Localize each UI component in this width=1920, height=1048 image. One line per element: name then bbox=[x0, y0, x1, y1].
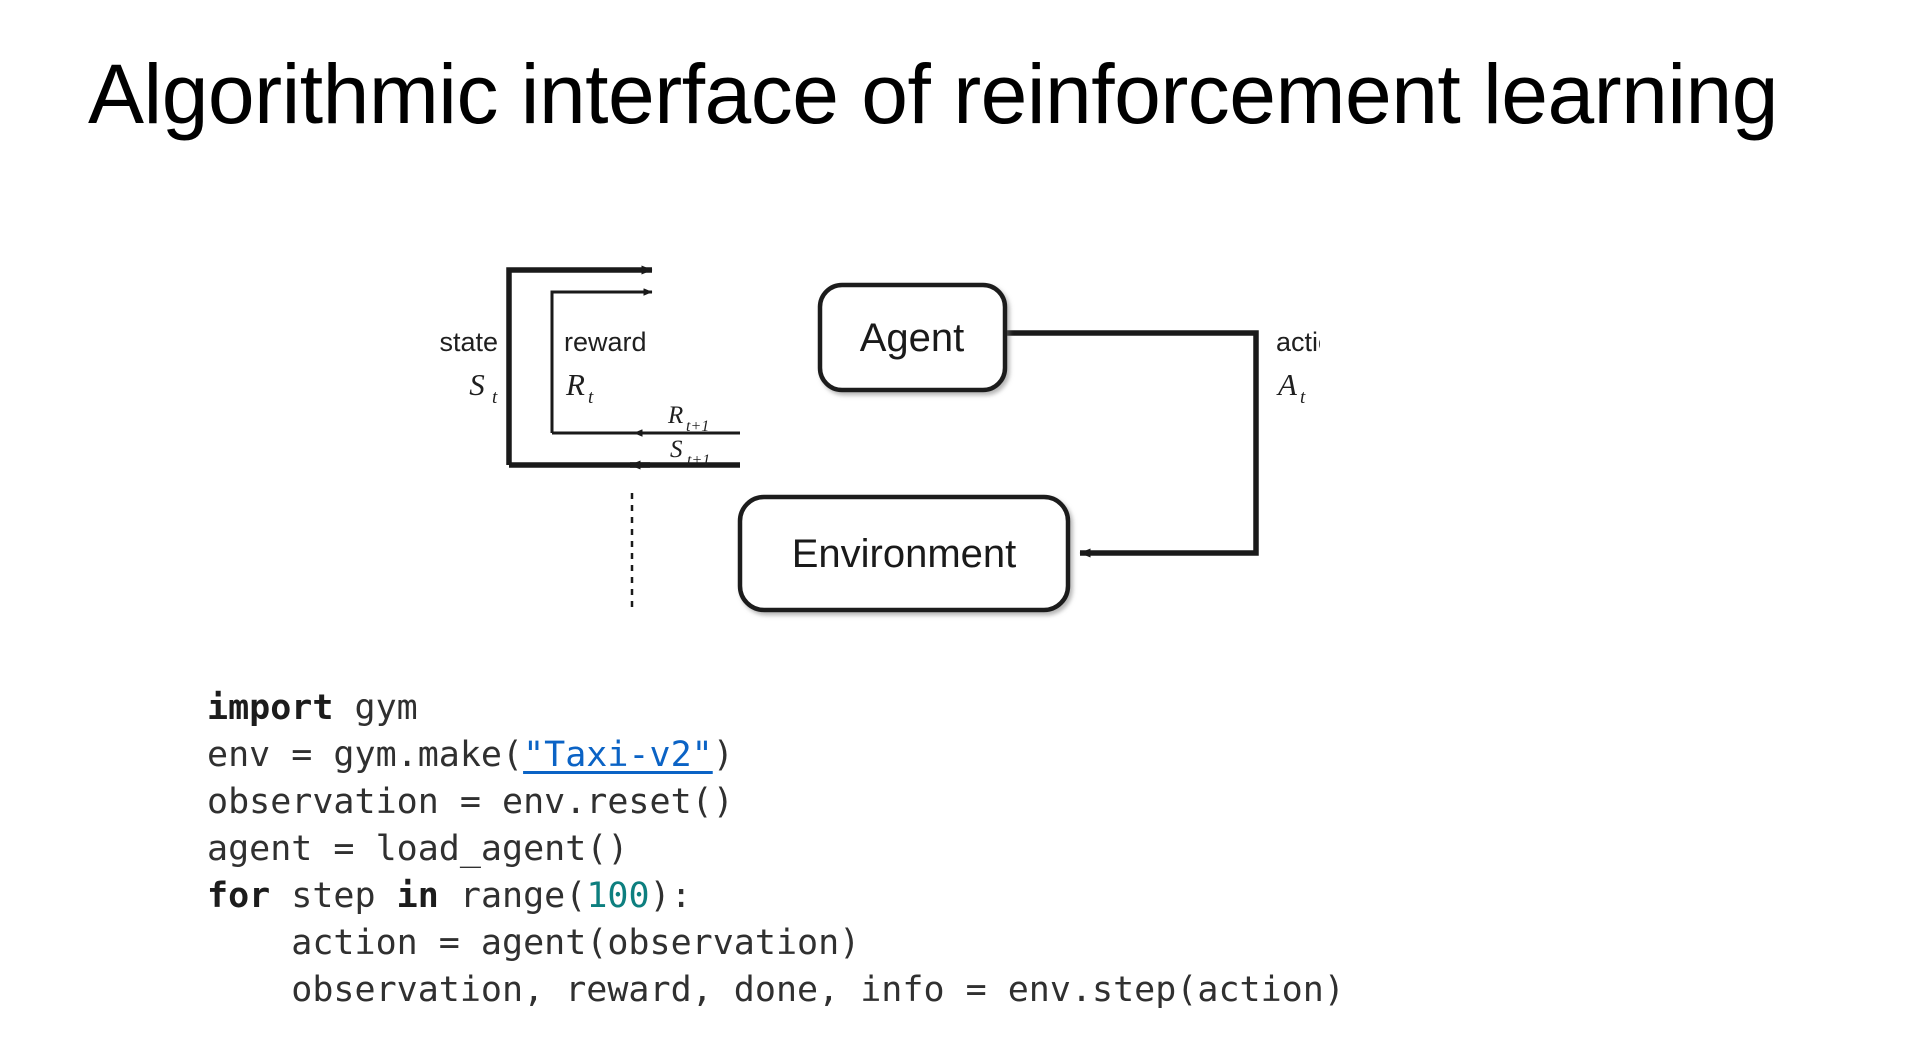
code-text: gym bbox=[333, 688, 418, 728]
code-text: action = agent(observation) bbox=[207, 923, 861, 963]
reward-label: reward R t bbox=[564, 327, 647, 408]
code-text: ) bbox=[712, 735, 734, 775]
next-reward-subscript: t+1 bbox=[686, 418, 709, 435]
state-label: state S t bbox=[439, 327, 498, 408]
next-state-label: S t+1 bbox=[670, 436, 710, 469]
action-label-subscript: t bbox=[1300, 387, 1306, 408]
code-number-literal: 100 bbox=[586, 876, 650, 916]
reward-label-word: reward bbox=[564, 327, 647, 357]
reward-feedback-path bbox=[550, 288, 653, 435]
state-label-subscript: t bbox=[492, 387, 498, 408]
action-label: action A t bbox=[1276, 327, 1320, 408]
code-line: observation = env.reset() bbox=[207, 779, 1345, 826]
code-line: import gym bbox=[207, 685, 1345, 732]
state-label-symbol: S bbox=[469, 367, 485, 402]
environment-node-label: Environment bbox=[792, 532, 1017, 576]
code-line: action = agent(observation) bbox=[207, 920, 1345, 967]
agent-node-label: Agent bbox=[860, 316, 965, 360]
code-text: env = gym.make( bbox=[207, 735, 524, 775]
next-reward-symbol: R bbox=[667, 402, 683, 429]
next-state-symbol: S bbox=[670, 436, 683, 463]
action-label-symbol: A bbox=[1276, 367, 1298, 402]
agent-node[interactable]: Agent bbox=[817, 282, 1008, 393]
code-text: agent = load_agent() bbox=[207, 829, 629, 869]
next-state-subscript: t+1 bbox=[687, 452, 710, 469]
action-path bbox=[1005, 330, 1259, 558]
code-text: observation, reward, done, info = env.st… bbox=[207, 970, 1345, 1010]
next-reward-label: R t+1 bbox=[667, 402, 709, 435]
code-line: agent = load_agent() bbox=[207, 826, 1345, 873]
code-line: for step in range(100): bbox=[207, 873, 1345, 920]
state-feedback-path bbox=[506, 265, 653, 468]
code-text: observation = env.reset() bbox=[207, 782, 734, 822]
action-label-word: action bbox=[1276, 327, 1320, 357]
state-label-word: state bbox=[439, 327, 498, 357]
reward-label-symbol: R bbox=[565, 367, 585, 402]
code-line: env = gym.make("Taxi-v2") bbox=[207, 732, 1345, 779]
taxi-v2-link[interactable]: "Taxi-v2" bbox=[523, 735, 713, 775]
code-line: observation, reward, done, info = env.st… bbox=[207, 967, 1345, 1014]
code-text: range( bbox=[438, 876, 587, 916]
code-keyword: for bbox=[207, 876, 271, 916]
environment-node[interactable]: Environment bbox=[737, 494, 1071, 613]
code-text: ): bbox=[649, 876, 692, 916]
code-keyword: import bbox=[207, 688, 334, 728]
reward-label-subscript: t bbox=[588, 387, 594, 408]
code-text: step bbox=[270, 876, 397, 916]
page-title: Algorithmic interface of reinforcement l… bbox=[88, 47, 1778, 141]
code-keyword: in bbox=[396, 876, 439, 916]
rl-loop-diagram: Agent Environment state S t reward R t bbox=[380, 215, 1320, 635]
